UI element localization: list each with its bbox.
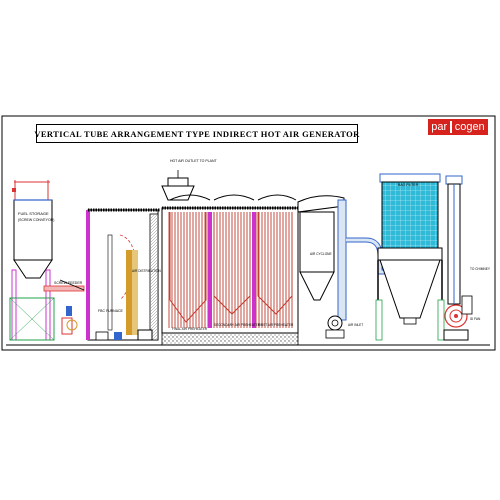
- bag-filter: [375, 173, 445, 341]
- label-air-inlet: AIR INLET: [348, 323, 363, 327]
- label-bag-filter: BAG FILTER: [398, 183, 419, 187]
- label-cyclone: AIR CYCLONE: [310, 252, 332, 256]
- label-secondary-air-preheater: SECONDARY AIR PREHEATER: [214, 323, 261, 327]
- brand-logo: par cogen: [428, 119, 488, 135]
- label-hot-air-outlet: HOT AIR OUTLET TO PLANT: [170, 159, 217, 163]
- diagram-title: VERTICAL TUBE ARRANGEMENT TYPE INDIRECT …: [34, 124, 359, 143]
- brand-logo-separator: [450, 121, 452, 133]
- label-fbc-furnace: FBC FURNACE: [98, 309, 124, 313]
- air-inlet-blower: [325, 315, 345, 339]
- fbc-furnace: [86, 208, 160, 341]
- screw-feeder: [43, 279, 85, 335]
- label-screw-feeder: SCREW FEEDER: [54, 281, 83, 285]
- label-first-air-preheater: FIRST AIR PREHEATER: [258, 323, 294, 327]
- brand-logo-right: cogen: [454, 121, 485, 133]
- label-id-fan: ID FAN: [470, 317, 481, 321]
- label-fuel-storage-sub: (SCREW CONVEYOR): [18, 218, 54, 222]
- label-fuel-storage: FUEL STORAGE: [18, 211, 49, 216]
- label-to-chimney: TO CHIMNEY: [470, 267, 491, 271]
- fuel-storage-silo: [9, 180, 55, 341]
- id-fan: [443, 295, 473, 341]
- label-air-distribution: AIR DISTRIBUTION: [132, 269, 161, 273]
- air-preheater-block: [161, 194, 299, 346]
- chimney-duct: [445, 175, 463, 305]
- hot-air-outlet-stack: [161, 170, 195, 201]
- label-final-air-preheater: FINAL AIR PREHEATER: [172, 327, 208, 331]
- drawing-border: [1, 115, 496, 351]
- brand-logo-left: par: [431, 121, 448, 133]
